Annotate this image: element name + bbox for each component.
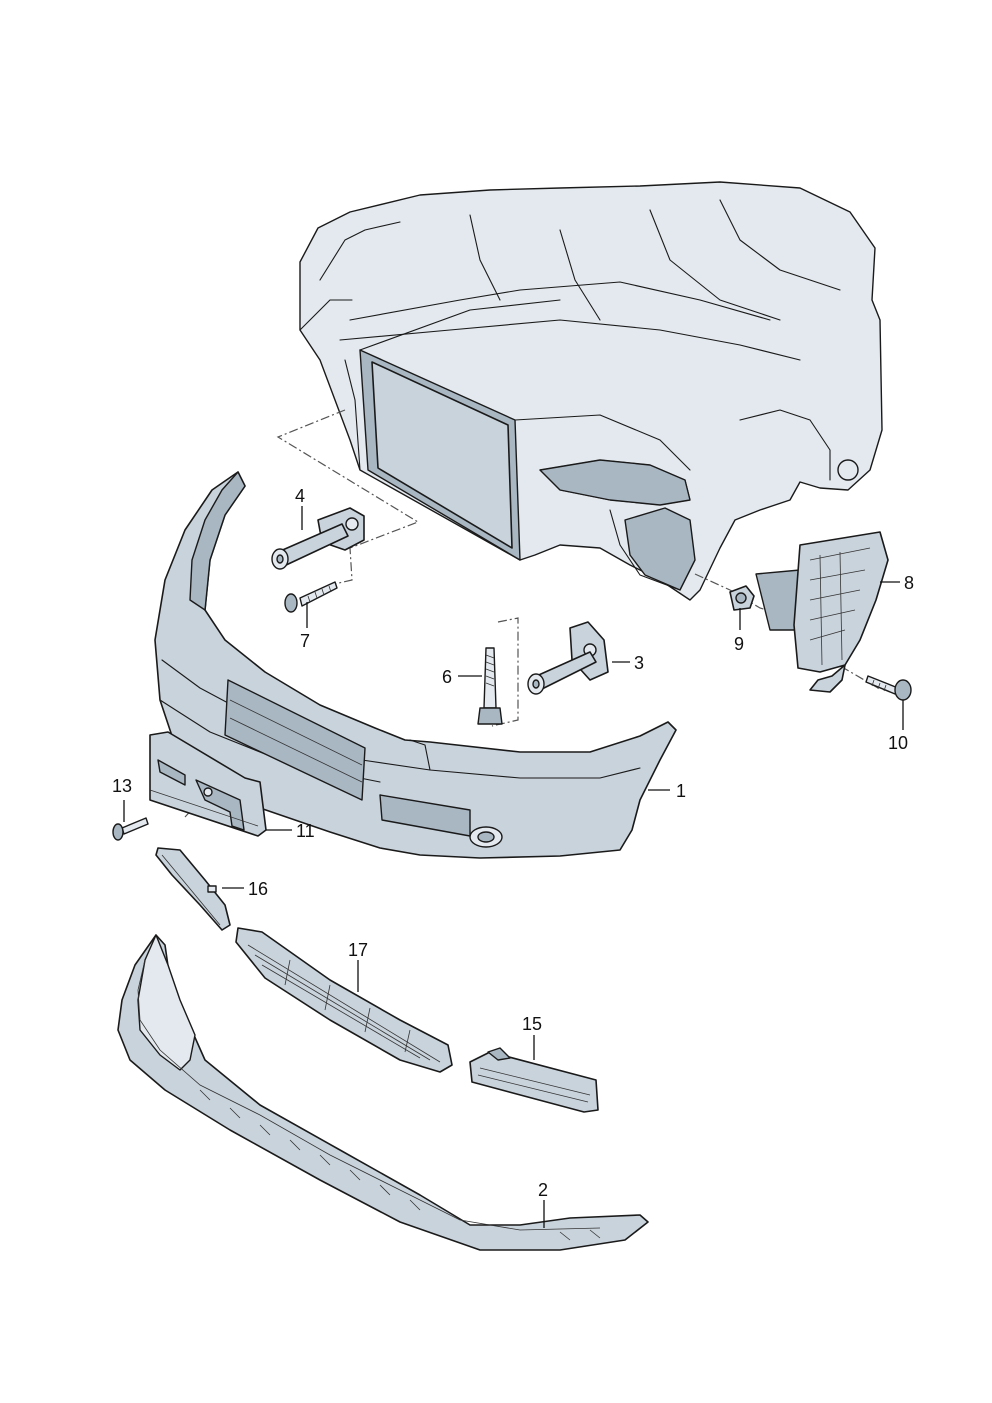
callout-1: 1 [676,781,686,801]
leader-lines [123,506,904,1228]
callout-11: 11 [296,821,315,841]
callout-4: 4 [295,486,305,506]
callout-9: 9 [734,634,744,654]
callout-16: 16 [248,879,268,899]
part-9-nut [729,585,755,611]
part-6-bolt [477,647,503,725]
part-13-screw [112,817,149,841]
part-8-guide-bracket [755,531,889,693]
callout-2: 2 [538,1180,548,1200]
callout-17: 17 [348,940,368,960]
callout-10: 10 [888,733,908,753]
part-17-center-grille [235,927,453,1073]
part-15-side-grille [469,1047,599,1113]
car-body-front-structure [299,181,883,601]
part-1-bumper-cover [154,471,677,859]
part-2-lower-spoiler [117,934,649,1251]
part-11-license-plate-holder [149,731,267,837]
callout-8: 8 [904,573,914,593]
part-4-mounting-bracket [271,507,365,570]
callout-labels: 1 2 3 4 6 7 8 9 10 11 13 15 16 17 [112,486,914,1200]
part-7-screw [284,581,338,613]
callout-6: 6 [442,667,452,687]
callout-3: 3 [634,653,644,673]
callout-7: 7 [300,631,310,651]
part-16-trim-strip [155,847,231,931]
callout-13: 13 [112,776,132,796]
callout-15: 15 [522,1014,542,1034]
part-10-screw [865,675,912,701]
part-3-mounting-bracket [527,621,609,695]
